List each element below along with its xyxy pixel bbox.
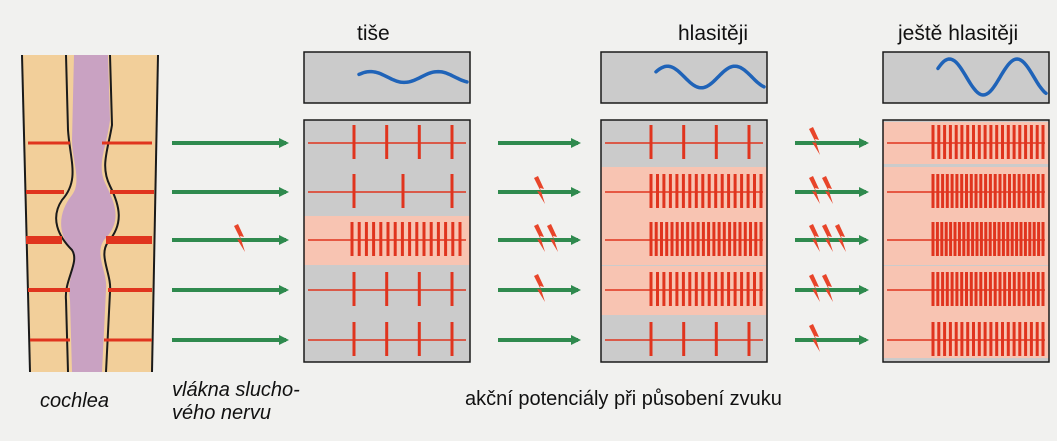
lightning-even_louder-2-2: [822, 176, 833, 204]
label-louder: hlasitěji: [678, 22, 749, 45]
label-even-louder: ještě hlasitěji: [898, 22, 1019, 45]
lightning-even_louder-5-1: [809, 324, 820, 352]
fiber-panel-border-louder: [600, 119, 768, 363]
stimulus-wave-louder: [654, 64, 766, 90]
lightning-even_louder-4-2: [822, 274, 833, 302]
lightning-even_louder-4-1: [809, 274, 820, 302]
lightning-even_louder-1-1: [809, 127, 820, 155]
stimulus-wave-quiet: [357, 69, 469, 85]
cochlea-outer-wall-left: [21, 54, 31, 373]
label-nerve-fibers-line1: vlákna slucho-: [172, 379, 300, 401]
lightning-louder-3-1: [534, 224, 545, 252]
basilar-membrane: [61, 55, 116, 372]
panel-quiet: [303, 51, 471, 363]
active-band-even_louder-5: [883, 315, 1049, 358]
cochlea-inner-wall-right: [103, 54, 120, 373]
label-cochlea: cochlea: [40, 390, 109, 412]
panel-even_louder: [882, 51, 1050, 363]
label-quiet: tiše: [357, 22, 390, 45]
cochlea-inner-wall-left: [55, 54, 76, 373]
lightning-even_louder-3-3: [835, 224, 846, 252]
lightning-even_louder-3-2: [822, 224, 833, 252]
fiber-panel-border-even_louder: [882, 119, 1050, 363]
lightning-louder-3-2: [547, 224, 558, 252]
fiber-panel-border-quiet: [303, 119, 471, 363]
cochlea: [21, 54, 159, 373]
lightning-even_louder-3-1: [809, 224, 820, 252]
lightning-louder-2-1: [534, 176, 545, 204]
lightning-even_louder-2-1: [809, 176, 820, 204]
label-action-potentials: akční potenciály při působení zvuku: [465, 388, 782, 410]
stimulus-wave-even_louder: [936, 57, 1048, 97]
panel-louder: [600, 51, 768, 363]
stimulus-box-louder: [600, 51, 768, 104]
lightning-louder-4-1: [534, 274, 545, 302]
label-nerve-fibers-line2: vého nervu: [172, 402, 271, 424]
cochlea-outer-wall-right: [151, 54, 159, 373]
lightning-quiet-3-1: [234, 224, 245, 252]
